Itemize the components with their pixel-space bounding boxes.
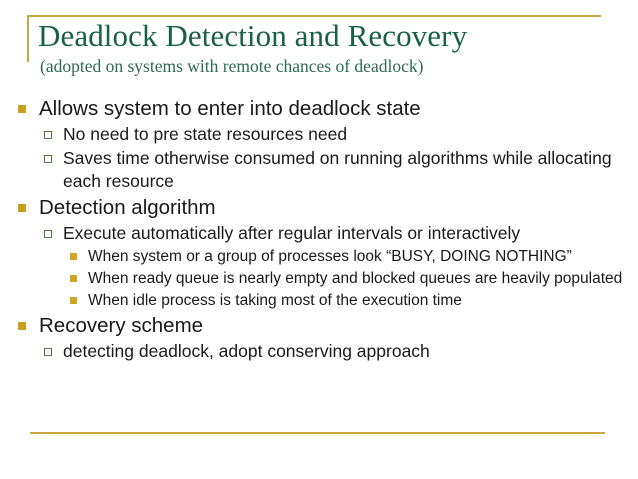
bullet-list: Allows system to enter into deadlock sta… [0,95,638,364]
list-item-text: Recovery scheme [39,314,204,337]
bullet-square-icon [18,204,26,212]
bottom-border-rule [30,432,605,434]
list-item-text: Execute automatically after regular inte… [63,223,521,243]
list-item: Detection algorithm [0,194,638,221]
list-item: Saves time otherwise consumed on running… [0,147,638,193]
bullet-square-icon [70,275,77,282]
bullet-square-icon [44,131,52,139]
list-item: detecting deadlock, adopt conserving app… [0,340,638,363]
list-item: No need to pre state resources need [0,123,638,146]
bullet-square-icon [44,155,52,163]
list-item: Allows system to enter into deadlock sta… [0,95,638,122]
bullet-square-icon [18,105,26,113]
bullet-square-icon [18,322,26,330]
left-border-rule [27,15,29,62]
bullet-square-icon [44,348,52,356]
title-block: Deadlock Detection and Recovery (adopted… [38,18,618,77]
bullet-square-icon [70,297,77,304]
top-border-rule [27,15,601,17]
list-item-text: When system or a group of processes look… [88,248,572,265]
list-item: Recovery scheme [0,312,638,339]
bullet-square-icon [44,230,52,238]
list-item-text: Allows system to enter into deadlock sta… [39,97,421,120]
list-item: When ready queue is nearly empty and blo… [0,268,638,289]
list-item-text: No need to pre state resources need [63,124,348,144]
slide-subtitle: (adopted on systems with remote chances … [40,56,424,76]
list-item-text: When ready queue is nearly empty and blo… [88,270,623,287]
list-item: When system or a group of processes look… [0,246,638,267]
list-item-text: Detection algorithm [39,196,216,219]
list-item: Execute automatically after regular inte… [0,222,638,245]
list-item-text: When idle process is taking most of the … [88,292,462,309]
list-item-text: Saves time otherwise consumed on running… [63,148,612,191]
list-item: When idle process is taking most of the … [0,290,638,311]
list-item-text: detecting deadlock, adopt conserving app… [63,341,430,361]
slide-title: Deadlock Detection and Recovery [38,18,468,53]
bullet-square-icon [70,253,77,260]
